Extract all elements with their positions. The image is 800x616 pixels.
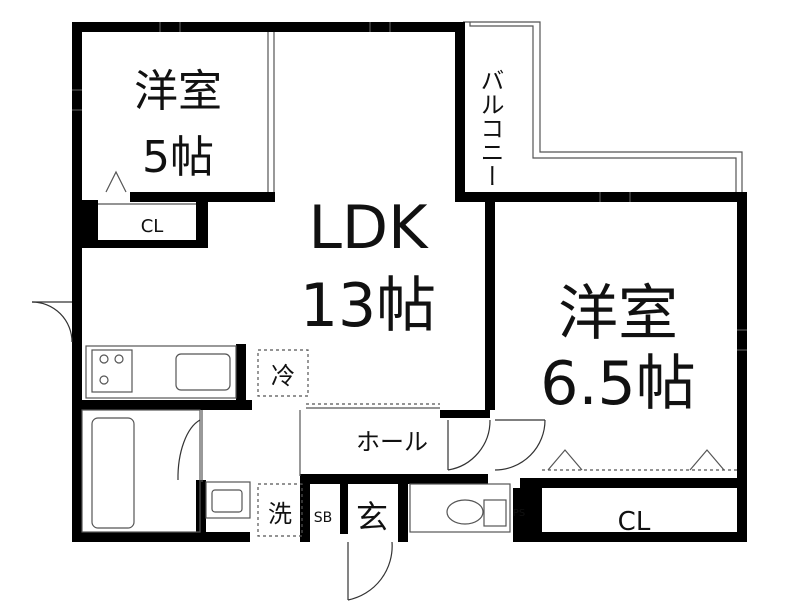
shoe-box-label: SB [314,510,333,526]
room-ldk-name: LDK [309,193,430,263]
doors [31,301,546,601]
interior-lines [72,22,747,537]
pipe-space-label: PS [513,508,525,519]
room-western-large-name: 洋室 [558,279,678,349]
room-western-large-size: 6.5帖 [540,349,695,419]
closet-small-label: CL [141,216,164,237]
closet-large-label: CL [618,507,651,537]
fridge-label: 冷 [271,362,295,390]
walls [72,22,747,542]
washer-label: 洗 [268,500,292,528]
hall-label: ホール [356,428,428,456]
entrance-label: 玄 [356,498,388,536]
room-ldk-size: 13帖 [300,271,436,341]
room-western-small-name: 洋室 [134,66,222,117]
balcony-label: バルコニー [476,68,504,188]
balcony [463,21,743,192]
room-western-small-size: 5帖 [142,132,214,183]
